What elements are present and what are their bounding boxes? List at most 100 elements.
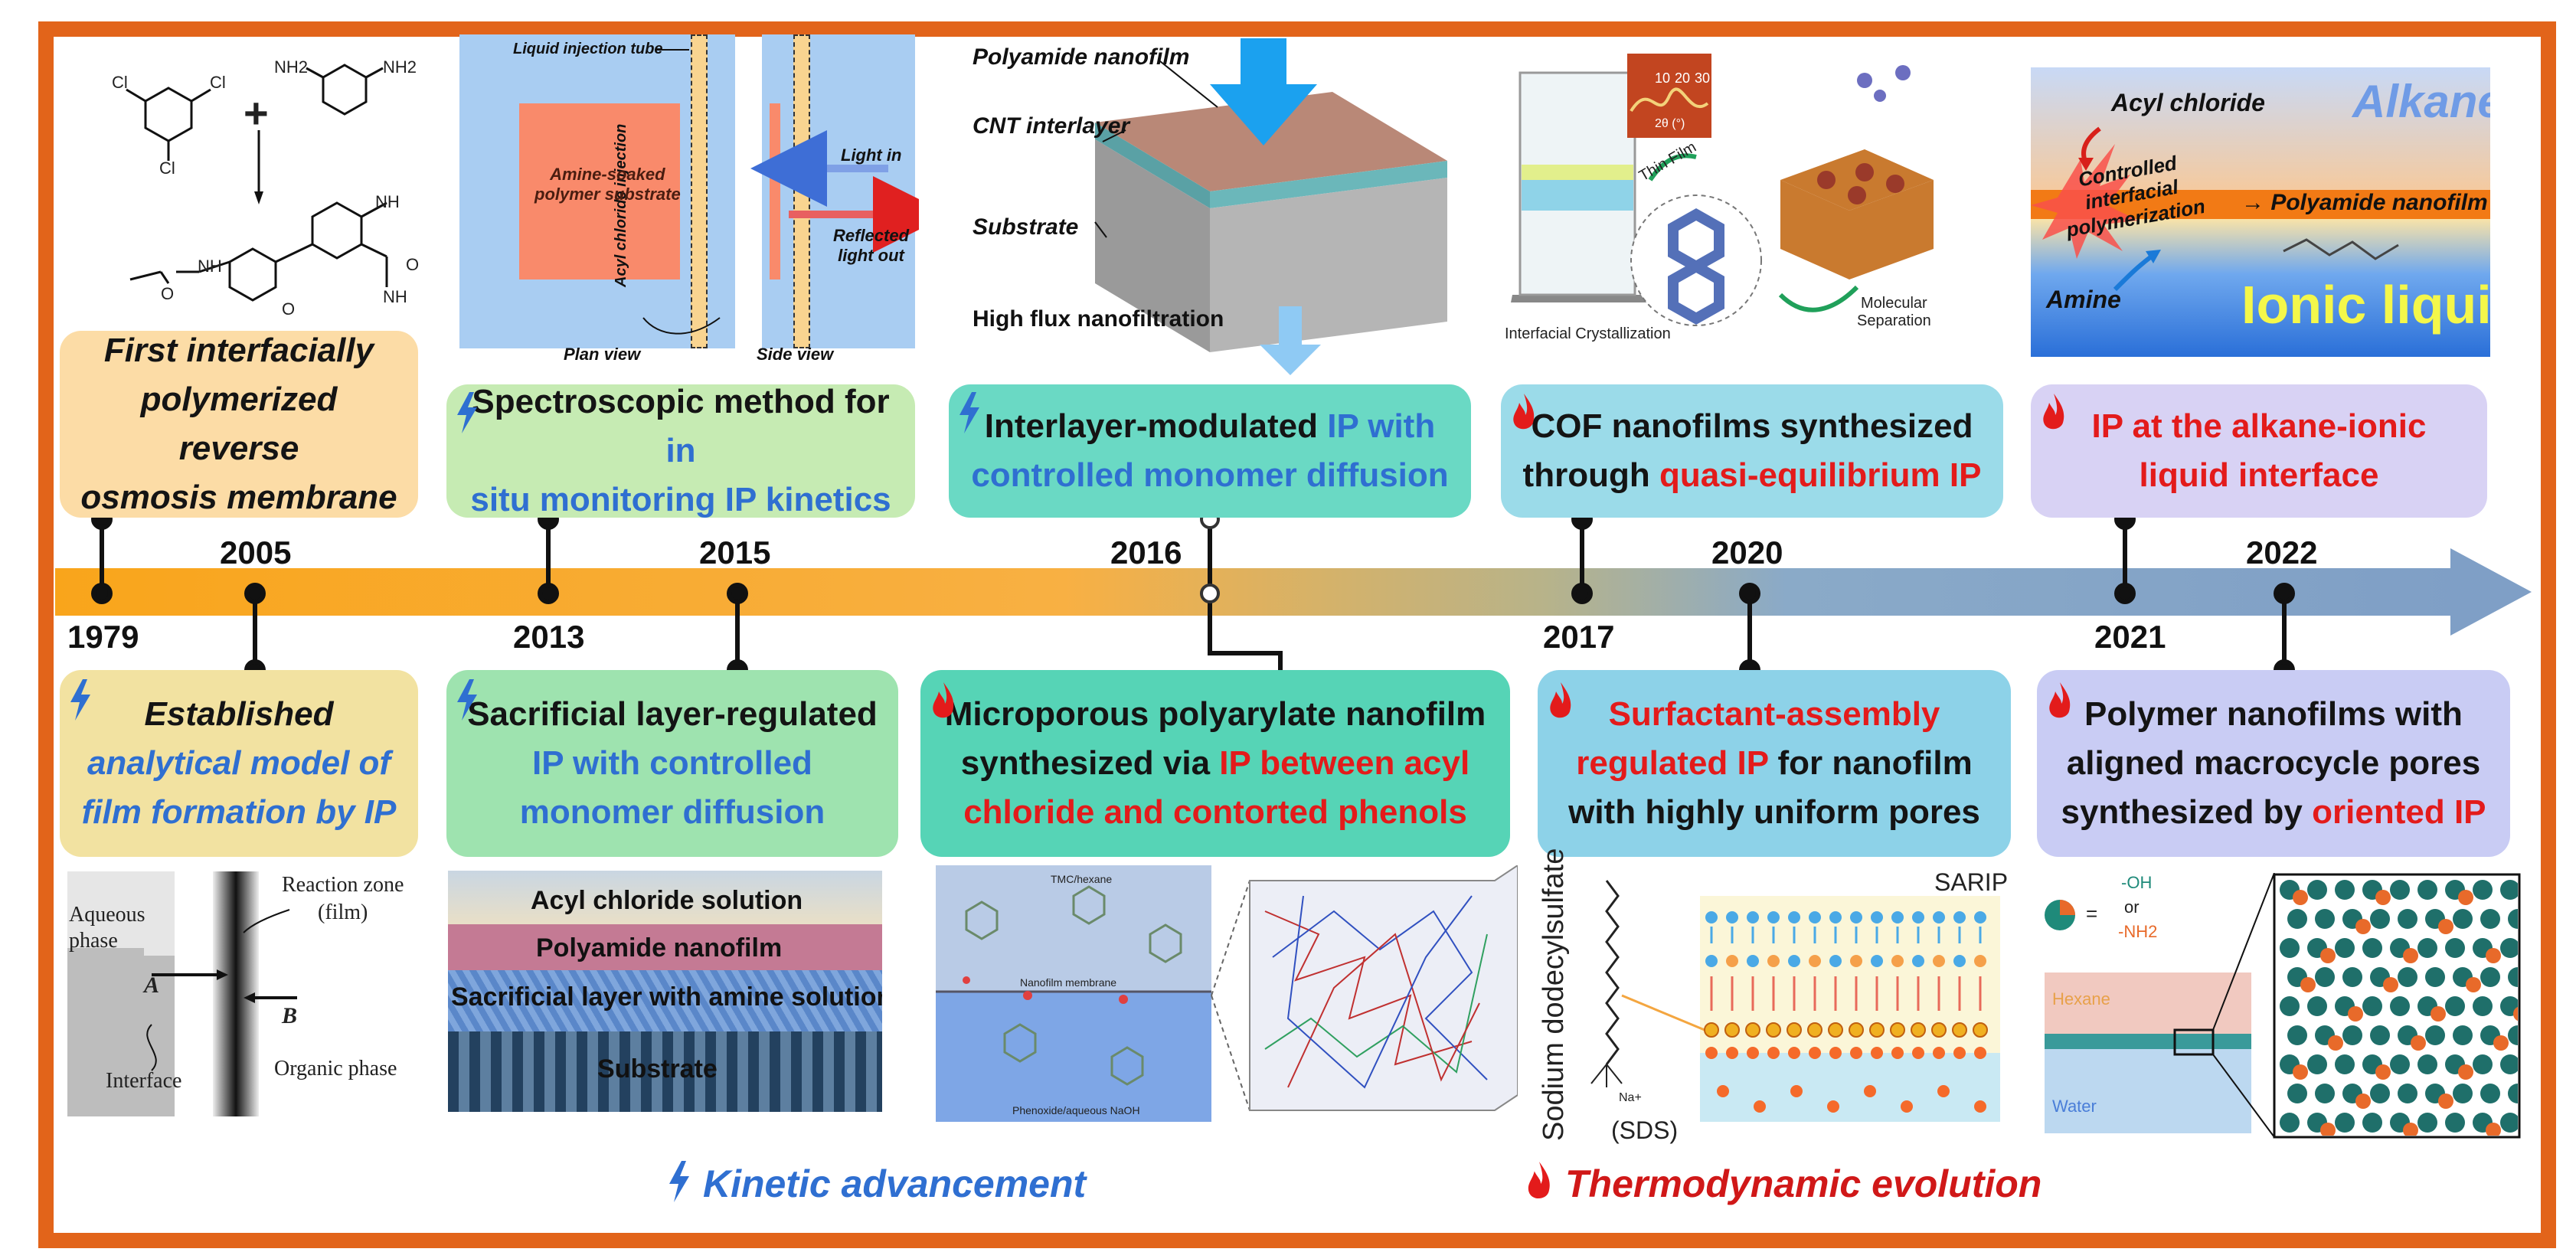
particle: [1891, 1047, 1904, 1059]
substrate-label-line: polymer substrate: [534, 185, 681, 204]
particle: [2445, 938, 2465, 958]
particle: [1829, 1047, 1842, 1059]
particle: [2390, 996, 2410, 1016]
particle: [2383, 977, 2398, 992]
year-label: 2017: [1543, 619, 1615, 655]
particle: [2508, 967, 2518, 987]
particle: [1754, 1100, 1766, 1113]
particle: [2508, 1025, 2518, 1045]
reflected-line: light out: [838, 246, 904, 265]
light-arrows: [642, 49, 919, 335]
particle: [2473, 996, 2493, 1016]
particle: [1974, 1047, 1986, 1059]
particle: [2445, 996, 2465, 1016]
sodium-label: Na+: [1619, 1091, 1642, 1104]
particle: [1937, 1085, 1950, 1097]
sds-abbr-label: (SDS): [1611, 1116, 1679, 1144]
particle: [2315, 1084, 2335, 1103]
card-line-highlight: film formation by IP: [81, 793, 397, 831]
particle: [2453, 1025, 2473, 1045]
particle: [1871, 911, 1883, 923]
particle: [1829, 955, 1842, 967]
particle: [2320, 1123, 2336, 1136]
sacrificial-layer-figure: Acyl chloride solution Polyamide nanofil…: [448, 871, 882, 1112]
amine-substrate-block: [519, 103, 680, 279]
particle: [2293, 890, 2308, 905]
particle: [2500, 996, 2518, 1016]
particle: [2453, 1084, 2473, 1103]
particle: [1850, 911, 1862, 923]
chem-atom-label: NH2: [383, 57, 417, 77]
ionic-arrows: [2031, 126, 2399, 292]
particle: [1809, 955, 1821, 967]
particle: [2342, 1025, 2362, 1045]
sarip-figure: Sodium dodecylsulfate SARIP Na+ (SDS): [1538, 848, 2008, 1149]
acyl-layer: [448, 871, 882, 924]
particle: [2355, 1093, 2371, 1109]
aqueous-line: Aqueous: [69, 903, 145, 927]
particle: [2480, 909, 2500, 929]
particle: [2425, 1025, 2445, 1045]
year-label: 2021: [2094, 619, 2166, 655]
particle: [1790, 1085, 1803, 1097]
spectroscopic-setup-figure: Liquid injection tube Acyl chloride inje…: [459, 34, 919, 371]
particle: [2362, 996, 2382, 1016]
chemical-structure-drawing: [126, 64, 388, 302]
layered-membrane-drawing: [1094, 38, 1447, 375]
particle: [1953, 1047, 1966, 1059]
particle: [1869, 1022, 1885, 1038]
particle: [1912, 911, 1924, 923]
macrocycle-figure: = -OH or -NH2 Hexane Water: [2037, 873, 2527, 1141]
particle: [2335, 938, 2355, 958]
particle: [1912, 1047, 1924, 1059]
particle: [2411, 1035, 2426, 1051]
card-line: Established: [144, 695, 334, 733]
particle: [2403, 948, 2418, 963]
particle: [2287, 1025, 2307, 1045]
flame-icon: [933, 682, 954, 718]
particle: [2307, 880, 2327, 900]
particle: [1704, 1022, 1719, 1038]
card-text-highlight: chloride and contorted phenols: [963, 793, 1467, 831]
particle: [2370, 909, 2390, 929]
particle: [2287, 1084, 2307, 1103]
particle: [1931, 1022, 1947, 1038]
particle: [2458, 890, 2473, 905]
card-text-highlight: controlled monomer diffusion: [971, 456, 1449, 494]
particle: [1829, 911, 1842, 923]
particle: [2500, 1054, 2518, 1074]
legend-thermo-label: Thermodynamic evolution: [1565, 1162, 2042, 1205]
particle: [1974, 955, 1986, 967]
particle: [2493, 1035, 2509, 1051]
rz-line: Reaction zone: [282, 873, 404, 897]
particle: [1974, 1100, 1986, 1113]
particle: [2445, 1113, 2465, 1133]
sarip-drawing: [1590, 880, 2000, 1122]
particle: [2355, 919, 2371, 934]
eq-sign: =: [2086, 902, 2098, 925]
ionic-liquid-label: Ionic liquid: [2241, 275, 2490, 335]
cnt-interlayer-figure: Polyamide nanofilm CNT interlayer Substr…: [973, 31, 1470, 375]
tube-label: Liquid injection tube: [513, 41, 663, 57]
particle: [2398, 1084, 2417, 1103]
particle: [1912, 955, 1924, 967]
reaction-zone-label: Reaction zone(film): [282, 871, 404, 927]
polyamide-layer: [448, 924, 882, 970]
light-in-label: Light in: [841, 145, 902, 165]
particle: [2458, 1064, 2473, 1080]
xrd-axis: 2θ (°): [1655, 117, 1685, 130]
particle: [1974, 911, 1986, 923]
particle: [2348, 1006, 2363, 1022]
particle: [2280, 996, 2300, 1016]
injection-label: Acyl chloride injection: [613, 123, 629, 287]
particle: [2398, 909, 2417, 929]
particle: [2417, 1113, 2437, 1133]
particle: [2335, 1054, 2355, 1074]
flame-icon: [2043, 394, 2064, 430]
card-text: Polymer nanofilms with: [2084, 695, 2463, 733]
